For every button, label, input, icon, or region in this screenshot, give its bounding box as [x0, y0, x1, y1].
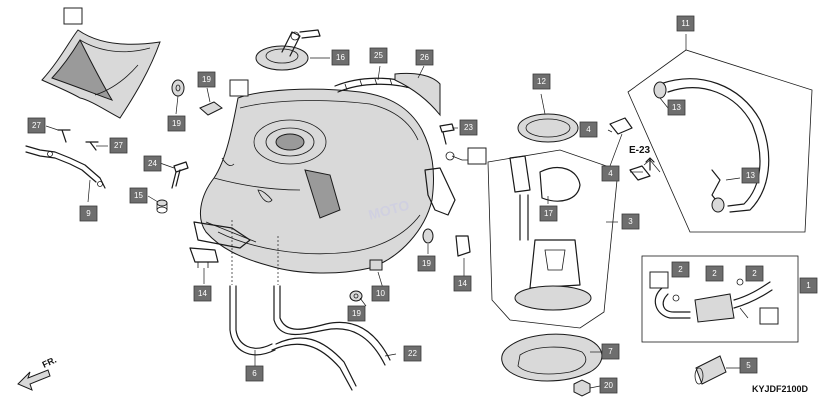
blank-box-strainer-left: [649, 271, 669, 289]
part-number-20: 20: [599, 377, 618, 394]
part-number-text: 15: [134, 191, 143, 200]
part-number-7: 7: [601, 343, 620, 360]
part-number-13a: 13: [667, 99, 686, 116]
part-number-4b: 4: [601, 165, 620, 182]
part-number-13b: 13: [741, 167, 760, 184]
part-number-26: 26: [415, 49, 434, 66]
part-number-text: 27: [114, 141, 123, 150]
blank-box-strainer-right: [759, 307, 779, 325]
blank-box-cover: [63, 7, 83, 25]
part-number-9: 9: [79, 205, 98, 222]
part-number-2a: 2: [671, 261, 690, 278]
blank-box-tank: [229, 79, 249, 97]
part-number-19c: 19: [417, 255, 436, 272]
front-direction-label: FR.: [41, 355, 58, 370]
part-number-3: 3: [621, 213, 640, 230]
part-number-14b: 14: [193, 285, 212, 302]
part-number-text: 5: [746, 361, 751, 370]
rear-bracket-drawing: [189, 167, 456, 268]
part-number-text: 2: [678, 265, 683, 274]
part-number-19d: 19: [347, 305, 366, 322]
reference-callout: E-23: [629, 145, 655, 171]
part-number-text: 11: [681, 19, 690, 28]
part-number-2c: 2: [745, 265, 764, 282]
bolt-23-drawing: [439, 123, 455, 161]
fuel-pump-drawing: [487, 113, 619, 329]
fuel-tank-drawing: [193, 88, 435, 274]
part-number-text: 2: [712, 269, 717, 278]
bracket-drawing: [25, 129, 106, 189]
part-number-text: 26: [420, 53, 429, 62]
part-number-text: 1: [806, 281, 811, 290]
blank-callout-boxes: [63, 7, 779, 325]
part-number-19b: 19: [197, 71, 216, 88]
reference-label: E-23: [629, 145, 651, 156]
hose-joint-drawing: [694, 355, 727, 385]
part-number-text: 13: [672, 103, 681, 112]
part-number-15: 15: [129, 187, 148, 204]
part-number-text: 19: [172, 119, 181, 128]
part-number-text: 19: [202, 75, 211, 84]
part-number-text: 14: [198, 289, 207, 298]
fuel-hose-drawing: [627, 49, 813, 233]
gasket-drawing: [501, 333, 603, 394]
washer-drawing: [171, 79, 223, 116]
part-number-16: 16: [331, 49, 350, 66]
part-number-2b: 2: [705, 265, 724, 282]
part-number-text: 13: [746, 171, 755, 180]
collar-drawing: [156, 199, 168, 214]
drain-hose-drawing: [229, 220, 391, 391]
part-number-text: 16: [336, 53, 345, 62]
part-number-text: 17: [544, 209, 553, 218]
part-number-text: 4: [608, 169, 613, 178]
fuel-cap-drawing: [255, 29, 321, 71]
part-number-text: 4: [586, 125, 591, 134]
part-number-text: 7: [608, 347, 613, 356]
part-number-24: 24: [143, 155, 162, 172]
part-number-text: 3: [628, 217, 633, 226]
blank-box-bracket: [467, 147, 487, 165]
seal-strip-drawing: [334, 72, 441, 117]
clip-drawing: [609, 117, 651, 181]
part-number-text: 23: [464, 123, 473, 132]
part-number-19a: 19: [167, 115, 186, 132]
part-number-text: 14: [458, 279, 467, 288]
bolt-drawing: [171, 161, 189, 189]
part-number-11: 11: [676, 15, 695, 32]
part-number-4a: 4: [579, 121, 598, 138]
part-number-25: 25: [369, 47, 388, 64]
part-number-text: 12: [537, 77, 546, 86]
part-number-text: 20: [604, 381, 613, 390]
part-number-text: 2: [752, 269, 757, 278]
grommet-drawing: [349, 228, 471, 302]
front-direction-indicator: FR.: [17, 355, 58, 391]
part-number-1: 1: [799, 277, 818, 294]
part-number-text: 24: [148, 159, 157, 168]
part-number-17: 17: [539, 205, 558, 222]
part-number-23: 23: [459, 119, 478, 136]
part-number-text: 19: [422, 259, 431, 268]
part-number-text: 9: [86, 209, 91, 218]
part-number-27b: 27: [109, 137, 128, 154]
part-number-27a: 27: [27, 117, 46, 134]
part-number-text: 27: [32, 121, 41, 130]
diagram-code: KYJDF2100D: [752, 384, 809, 394]
strainer-drawing: [641, 255, 799, 343]
part-number-10: 10: [371, 285, 390, 302]
part-number-text: 6: [252, 369, 257, 378]
part-number-text: 22: [408, 349, 417, 358]
part-number-text: 19: [352, 309, 361, 318]
tank-cover-drawing: [41, 29, 161, 119]
part-number-14a: 14: [453, 275, 472, 292]
part-number-text: 10: [376, 289, 385, 298]
nut-drawing: [573, 379, 591, 397]
part-number-5: 5: [739, 357, 758, 374]
part-number-12: 12: [532, 73, 551, 90]
part-number-22: 22: [403, 345, 422, 362]
part-number-6: 6: [245, 365, 264, 382]
part-number-text: 25: [374, 51, 383, 60]
